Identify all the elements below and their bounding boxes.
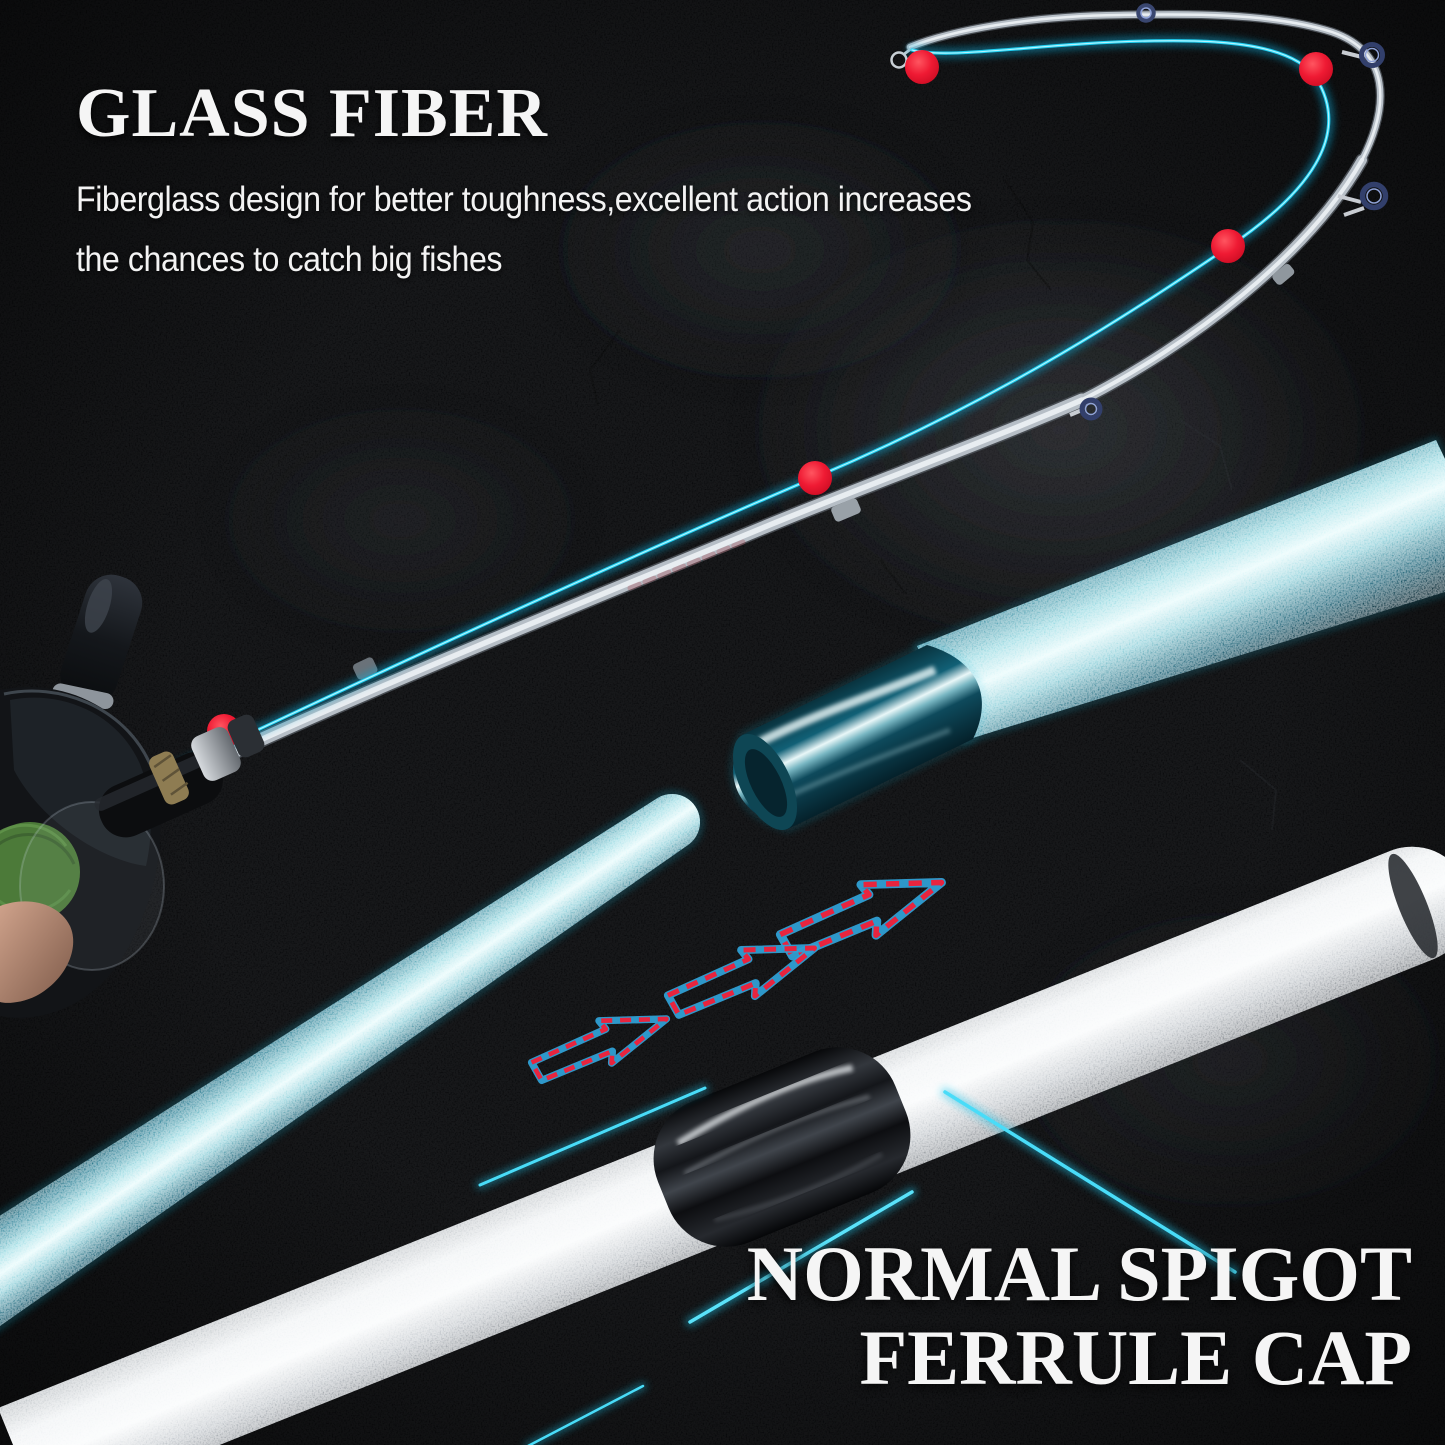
ferrule-opening-hole [744,749,788,817]
ferrule-callout-line2: FERRULE CAP [859,1314,1412,1401]
light-streak [943,1090,1237,1274]
ferrule-callout-label: NORMAL SPIGOT FERRULE CAP [747,1232,1412,1400]
flex-point-dot [1211,229,1245,263]
gold-ring-stripes [153,754,189,796]
feature-description: Fiberglass design for better toughness,e… [76,170,972,290]
flex-point-dot [905,50,939,84]
rod-section-teal-male [0,791,703,1329]
line-guide [1337,181,1389,217]
reel-rim-light [3,689,152,765]
flex-point-dot [1299,52,1333,86]
feature-description-line2: the chances to catch big fishes [76,240,503,279]
fishing-rod-curve [140,9,1385,800]
light-streak [527,1384,645,1445]
light-streak [688,1190,914,1324]
line-guide [1069,397,1103,421]
light-streak [478,1086,707,1187]
feature-description-line1: Fiberglass design for better toughness,e… [76,180,972,219]
reel-seat-hood [227,714,265,758]
light-streaks [476,1084,1240,1445]
thumb [0,901,74,1003]
rod-end-face [1388,853,1438,959]
line-guide [1341,42,1385,68]
rod-grip [94,749,223,838]
ferrule-callout-line1: NORMAL SPIGOT [746,1230,1412,1317]
rod-branding-mark [627,537,751,591]
page-title: GLASS FIBER [76,75,548,152]
spigot-ferrule-cap-teal [731,643,984,831]
rod-section-silver [0,846,1445,1445]
flex-point-dot [798,461,832,495]
handle-stem [52,683,114,709]
reel-seat [191,727,241,781]
reel-handle-knob [60,574,143,705]
baitcast-reel [0,574,265,1018]
rod-line-guides [890,3,1389,421]
ferrule-cap-black [653,1047,911,1247]
line-guide [1136,3,1156,23]
